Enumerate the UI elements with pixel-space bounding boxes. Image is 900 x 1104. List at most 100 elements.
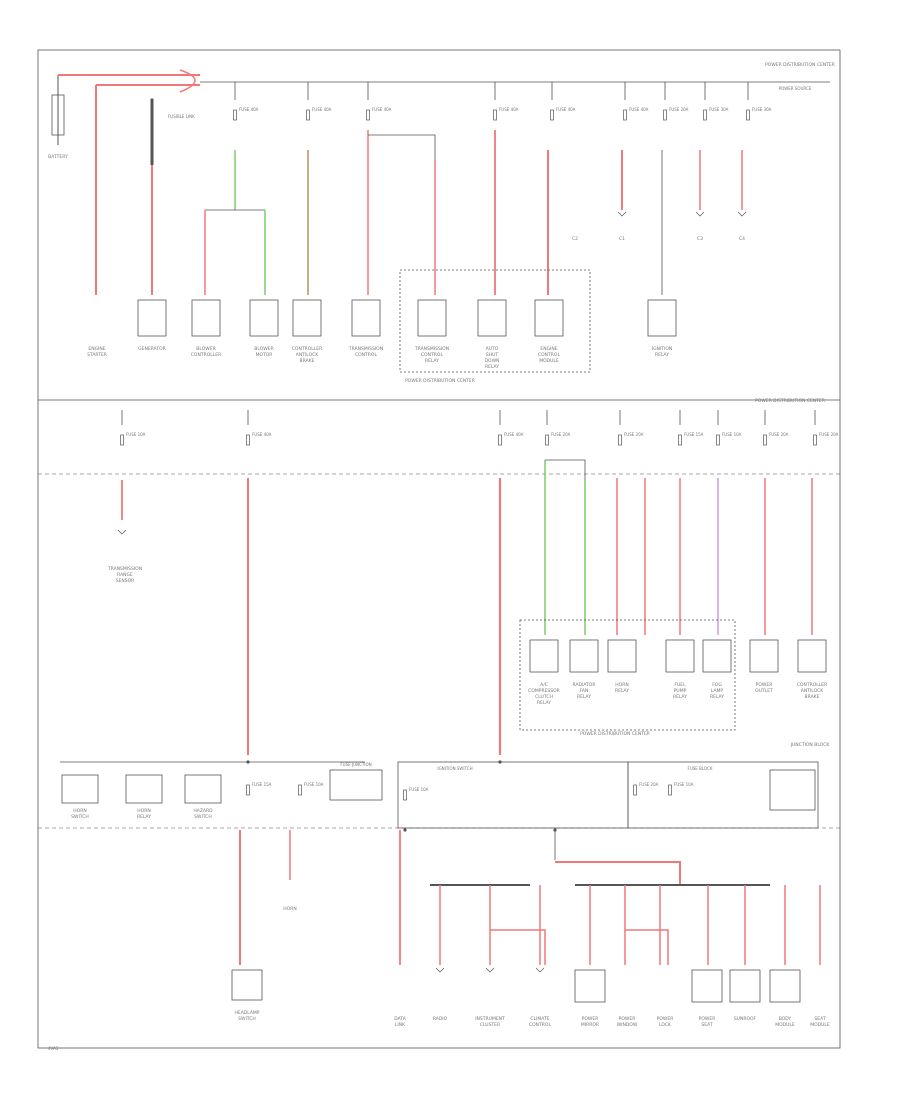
- component-label: SHUT: [486, 352, 499, 358]
- fuse-label: FUSE 30A: [752, 107, 772, 112]
- component-label: A/C: [540, 682, 548, 688]
- fuse-label: FUSE 10A: [409, 787, 429, 792]
- component-label: MIRROR: [581, 1022, 599, 1028]
- section-label-pdc-low: POWER DISTRIBUTION CENTER: [580, 731, 650, 737]
- fuse-label: FUSE 40A: [629, 107, 649, 112]
- component-label: LINK: [395, 1022, 406, 1028]
- component-label: SEAT: [814, 1016, 825, 1022]
- component-label: SEAT: [701, 1022, 712, 1028]
- junction-box: [329, 769, 383, 801]
- component-label: IGNITION: [652, 346, 673, 352]
- footer-code: 4VA3: [48, 1046, 59, 1051]
- connector-symbol: [737, 211, 747, 217]
- component-label: FUEL: [674, 682, 686, 688]
- component-label: POWER: [657, 1016, 674, 1022]
- component-label: OUTLET: [755, 688, 773, 694]
- component-box: [729, 969, 761, 1003]
- fuse-label: FUSE 10A: [126, 432, 146, 437]
- fuse-symbol: [663, 109, 667, 121]
- component-label: RELAY: [577, 694, 591, 700]
- power-feed-red: [555, 861, 681, 885]
- fuse-symbol: [633, 784, 637, 796]
- component-label: SWITCH: [71, 814, 89, 820]
- component-box: [292, 299, 322, 337]
- component-label: LAMP: [711, 688, 724, 694]
- fuse-symbol: [246, 434, 250, 446]
- component-label: MODULE: [539, 358, 559, 364]
- fuse-symbol: [403, 789, 407, 801]
- component-label: LOCK: [659, 1022, 672, 1028]
- component-box: [351, 299, 381, 337]
- component-label: BRAKE: [805, 694, 820, 700]
- component-label: RELAY: [615, 688, 629, 694]
- component-box: [749, 639, 779, 673]
- component-label: COMPRESSOR: [528, 688, 560, 694]
- component-label: DATA: [394, 1016, 407, 1022]
- component-label: FOG: [712, 682, 722, 688]
- component-box: [417, 299, 447, 337]
- component-label: SUNROOF: [734, 1016, 757, 1022]
- fuse-label: FUSE 40A: [252, 432, 272, 437]
- fuse-label: FUSE 20A: [551, 432, 571, 437]
- connector-symbol: [117, 529, 127, 535]
- fuse-symbol: [498, 434, 502, 446]
- fuse-block-label: FUSE BLOCK: [688, 766, 713, 771]
- component-label: POWER: [582, 1016, 599, 1022]
- section-label-pdc-mid: POWER DISTRIBUTION CENTER: [405, 378, 475, 384]
- fuse-symbol: [233, 109, 237, 121]
- component-label: RANGE: [117, 572, 133, 578]
- component-label: ANTILOCK: [296, 352, 320, 358]
- fuse-label: FUSE 40A: [504, 432, 524, 437]
- fuse-symbol: [545, 434, 549, 446]
- fuse-block-box: [397, 761, 629, 829]
- component-label: CONTROLLER: [797, 682, 827, 688]
- fuse-symbol: [298, 784, 302, 796]
- component-label: CONTROL: [355, 352, 377, 358]
- splice-dot: [553, 828, 557, 832]
- fuse-symbol: [703, 109, 707, 121]
- component-label: CONTROL: [529, 1022, 551, 1028]
- switch-box: [125, 774, 163, 804]
- component-label: HORN: [137, 808, 150, 814]
- fuse-label: FUSE 40A: [556, 107, 576, 112]
- component-label: POWER: [619, 1016, 636, 1022]
- component-label: DOWN: [485, 358, 500, 364]
- fuse-label: FUSE 10A: [304, 782, 324, 787]
- component-box: [231, 969, 263, 1001]
- component-box: [691, 969, 723, 1003]
- connector-label: C3: [697, 236, 703, 242]
- junction-box-label: FUSE JUNCTION: [340, 762, 371, 767]
- fuse-symbol: [668, 784, 672, 796]
- component-label: RELAY: [425, 358, 439, 364]
- fuse-symbol: [618, 434, 622, 446]
- splice-dot: [150, 98, 154, 102]
- radfan-tie: [545, 459, 586, 635]
- component-label: AUTO: [486, 346, 499, 352]
- fuse-label: FUSE 40A: [312, 107, 332, 112]
- component-label: TRANSMISSION: [414, 346, 449, 352]
- connector-symbol: [617, 211, 627, 217]
- fuse-symbol: [493, 109, 497, 121]
- battery-label: BATTERY: [48, 154, 68, 160]
- connector-symbol: [535, 967, 545, 973]
- ignition-switch-label: IGNITION SWITCH: [437, 766, 472, 771]
- component-label: HORN: [73, 808, 86, 814]
- fuse-symbol: [246, 784, 250, 796]
- fuse-label: FUSE 15A: [252, 782, 272, 787]
- connector-symbol: [435, 967, 445, 973]
- fuse-symbol: [550, 109, 554, 121]
- component-label: CONTROL: [421, 352, 443, 358]
- climate-wire: [490, 929, 546, 965]
- splice-dot: [498, 760, 502, 764]
- fuse-label: FUSE 20A: [769, 432, 789, 437]
- pdc-dashed-box: [519, 619, 736, 731]
- component-label: SWITCH: [194, 814, 212, 820]
- fuse-symbol: [366, 109, 370, 121]
- tcm-relay-feed: [368, 134, 436, 295]
- component-label: FAN: [580, 688, 589, 694]
- component-label: RADIO: [433, 1016, 448, 1022]
- component-box: [137, 299, 167, 337]
- section-label-junction: JUNCTION BLOCK: [790, 742, 831, 748]
- component-label: INSTRUMENT: [475, 1016, 505, 1022]
